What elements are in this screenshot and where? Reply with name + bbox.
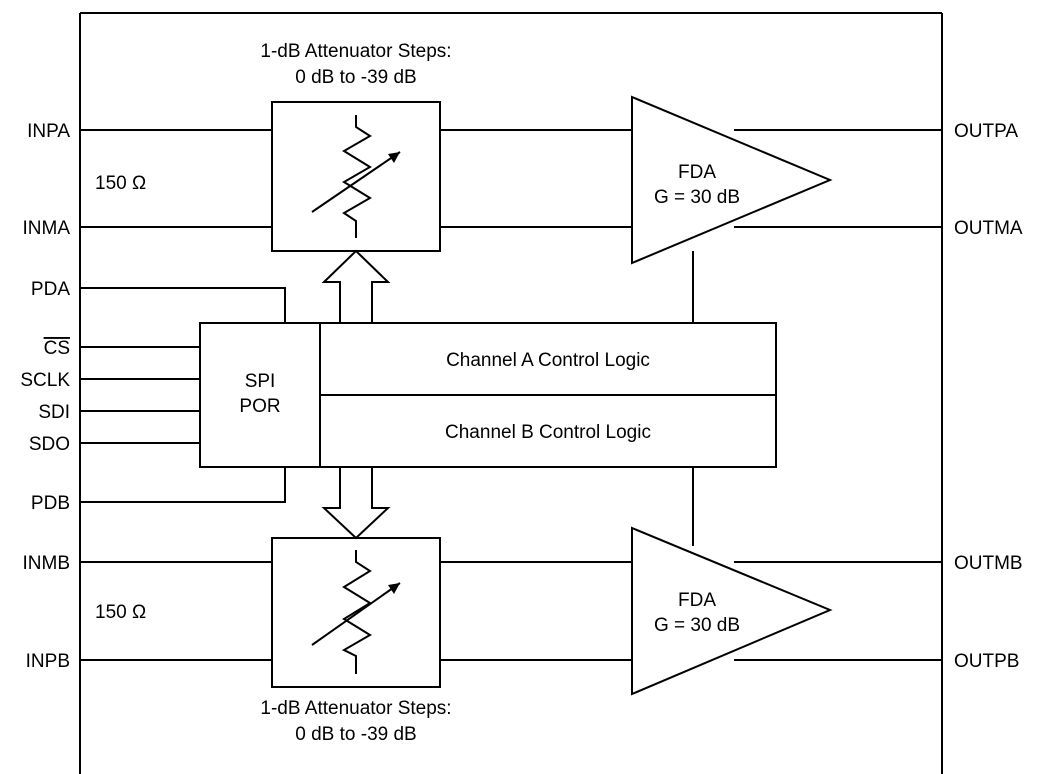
control-arrow-b-icon [321, 466, 391, 540]
pin-outma: OUTMA [954, 218, 1023, 239]
variable-resistor-b-icon [311, 550, 401, 674]
pin-outpa: OUTPA [954, 121, 1018, 142]
amplifier-b-label-line2: G = 30 dB [654, 615, 740, 636]
pin-pdb: PDB [31, 493, 70, 514]
pin-cs: CS [44, 338, 70, 359]
pin-pda: PDA [31, 279, 70, 300]
attenuator-b-label-line1: 1-dB Attenuator Steps: [260, 698, 451, 719]
amplifier-a-label-line2: G = 30 dB [654, 187, 740, 208]
resistance-b-label: 150 Ω [95, 602, 146, 623]
pin-sdi: SDI [38, 402, 70, 423]
pin-inma: INMA [23, 218, 71, 239]
resistance-a-label: 150 Ω [95, 173, 146, 194]
attenuator-b-label-line2: 0 dB to -39 dB [295, 724, 416, 745]
variable-resistor-a-icon [311, 115, 401, 238]
channel-a-path [80, 129, 942, 228]
channel-b-logic-label: Channel B Control Logic [445, 422, 651, 443]
attenuator-a-label-line1: 1-dB Attenuator Steps: [260, 41, 451, 62]
control-arrow-a-icon [321, 249, 391, 324]
pin-inpa: INPA [27, 121, 70, 142]
spi-label: SPI [245, 371, 276, 392]
pin-sdo: SDO [29, 434, 70, 455]
amplifier-b-triangle [631, 526, 833, 696]
chip-boundary [79, 12, 943, 774]
amplifier-a-triangle [631, 95, 833, 265]
channel-b-path [80, 561, 942, 661]
channel-a-logic-label: Channel A Control Logic [446, 350, 650, 371]
amplifier-a-label-line1: FDA [678, 162, 716, 183]
pin-inpb: INPB [26, 651, 70, 672]
attenuator-a-label-line2: 0 dB to -39 dB [295, 67, 416, 88]
pin-outpb: OUTPB [954, 651, 1019, 672]
digital-pin-lines [80, 287, 286, 503]
pin-sclk: SCLK [20, 370, 70, 391]
amplifier-b-label-line1: FDA [678, 590, 716, 611]
pin-outmb: OUTMB [954, 553, 1023, 574]
pin-inmb: INMB [23, 553, 71, 574]
por-label: POR [239, 396, 280, 417]
